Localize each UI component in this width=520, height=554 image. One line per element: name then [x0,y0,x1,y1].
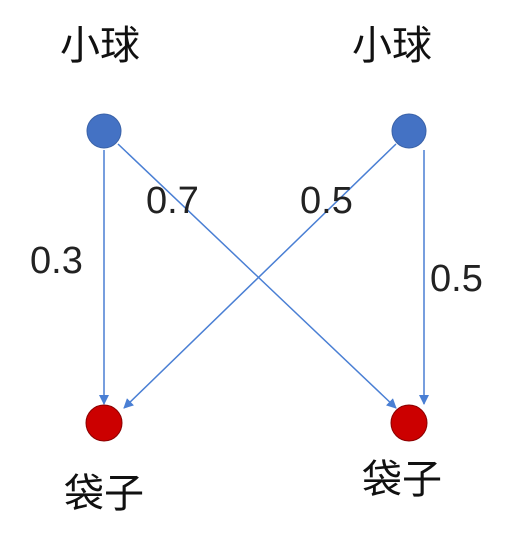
ball-label-right: 小球 [352,23,432,69]
bag-label-right: 袋子 [362,457,442,503]
ball-node-right [391,113,427,149]
edge-ball-left-to-bag-right [117,143,397,409]
edge-label-left-to-right: 0.7 [146,180,199,222]
bag-label-left: 袋子 [64,471,144,517]
ball-label-left: 小球 [60,23,140,69]
ball-node-left [86,113,122,149]
bag-node-left [85,404,123,442]
edge-label-left-to-left: 0.3 [30,240,83,282]
edge-ball-right-to-bag-left [123,143,397,409]
edge-label-right-to-left: 0.5 [300,180,353,222]
edge-label-right-to-right: 0.5 [430,258,483,300]
bag-node-right [390,404,428,442]
